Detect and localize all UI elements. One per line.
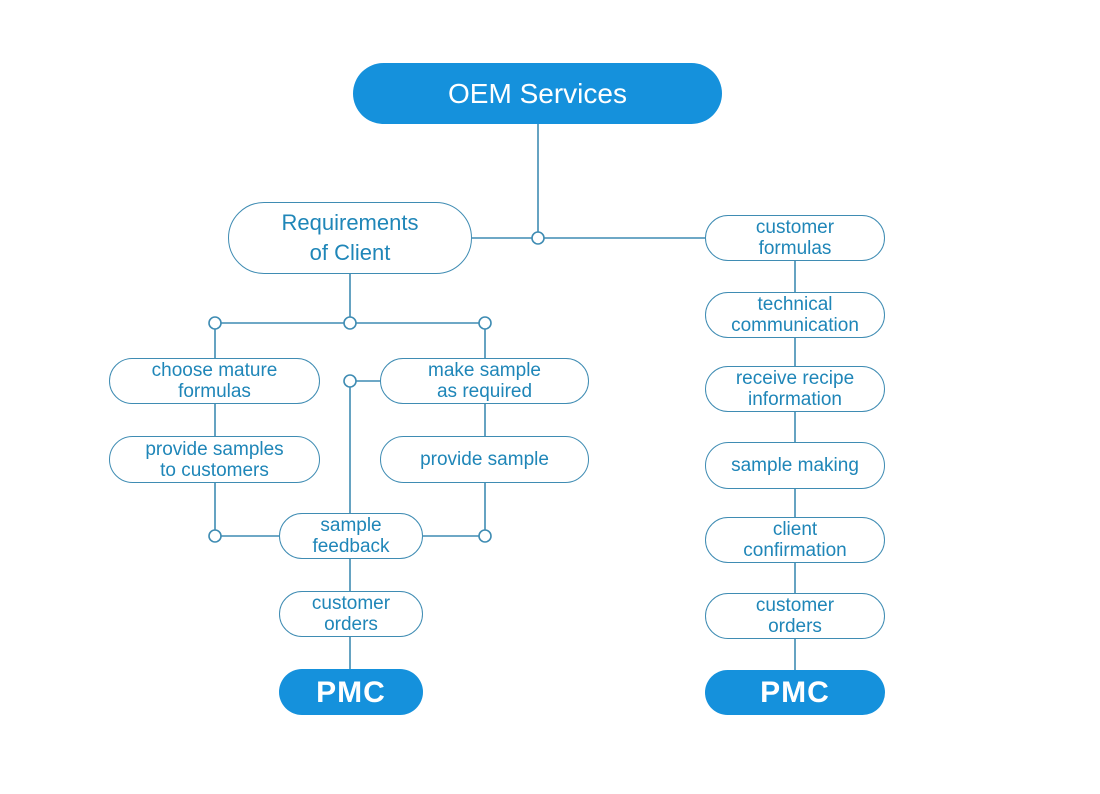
provide-sample-node: provide sample	[380, 436, 589, 483]
customer-orders-node-left: customer orders	[279, 591, 423, 637]
sample-feedback-node: sample feedback	[279, 513, 423, 559]
junction-dot	[478, 529, 492, 543]
choose-mature-formulas-node: choose mature formulas	[109, 358, 320, 404]
make-sample-node: make sample as required	[380, 358, 589, 404]
technical-communication-node: technical communication	[705, 292, 885, 338]
junction-dot	[208, 529, 222, 543]
customer-formulas-node: customer formulas	[705, 215, 885, 261]
client-confirmation-node: client confirmation	[705, 517, 885, 563]
junction-dot	[343, 316, 357, 330]
receive-recipe-information-node: receive recipe information	[705, 366, 885, 412]
junction-dot	[478, 316, 492, 330]
pmc-node-left: PMC	[279, 669, 423, 715]
junction-dot	[343, 374, 357, 388]
junction-dot	[208, 316, 222, 330]
pmc-node-right: PMC	[705, 670, 885, 715]
provide-samples-node: provide samples to customers	[109, 436, 320, 483]
title-node: OEM Services	[353, 63, 722, 124]
customer-orders-node-right: customer orders	[705, 593, 885, 639]
requirements-of-client-node: Requirements of Client	[228, 202, 472, 274]
sample-making-node: sample making	[705, 442, 885, 489]
junction-dot	[531, 231, 545, 245]
